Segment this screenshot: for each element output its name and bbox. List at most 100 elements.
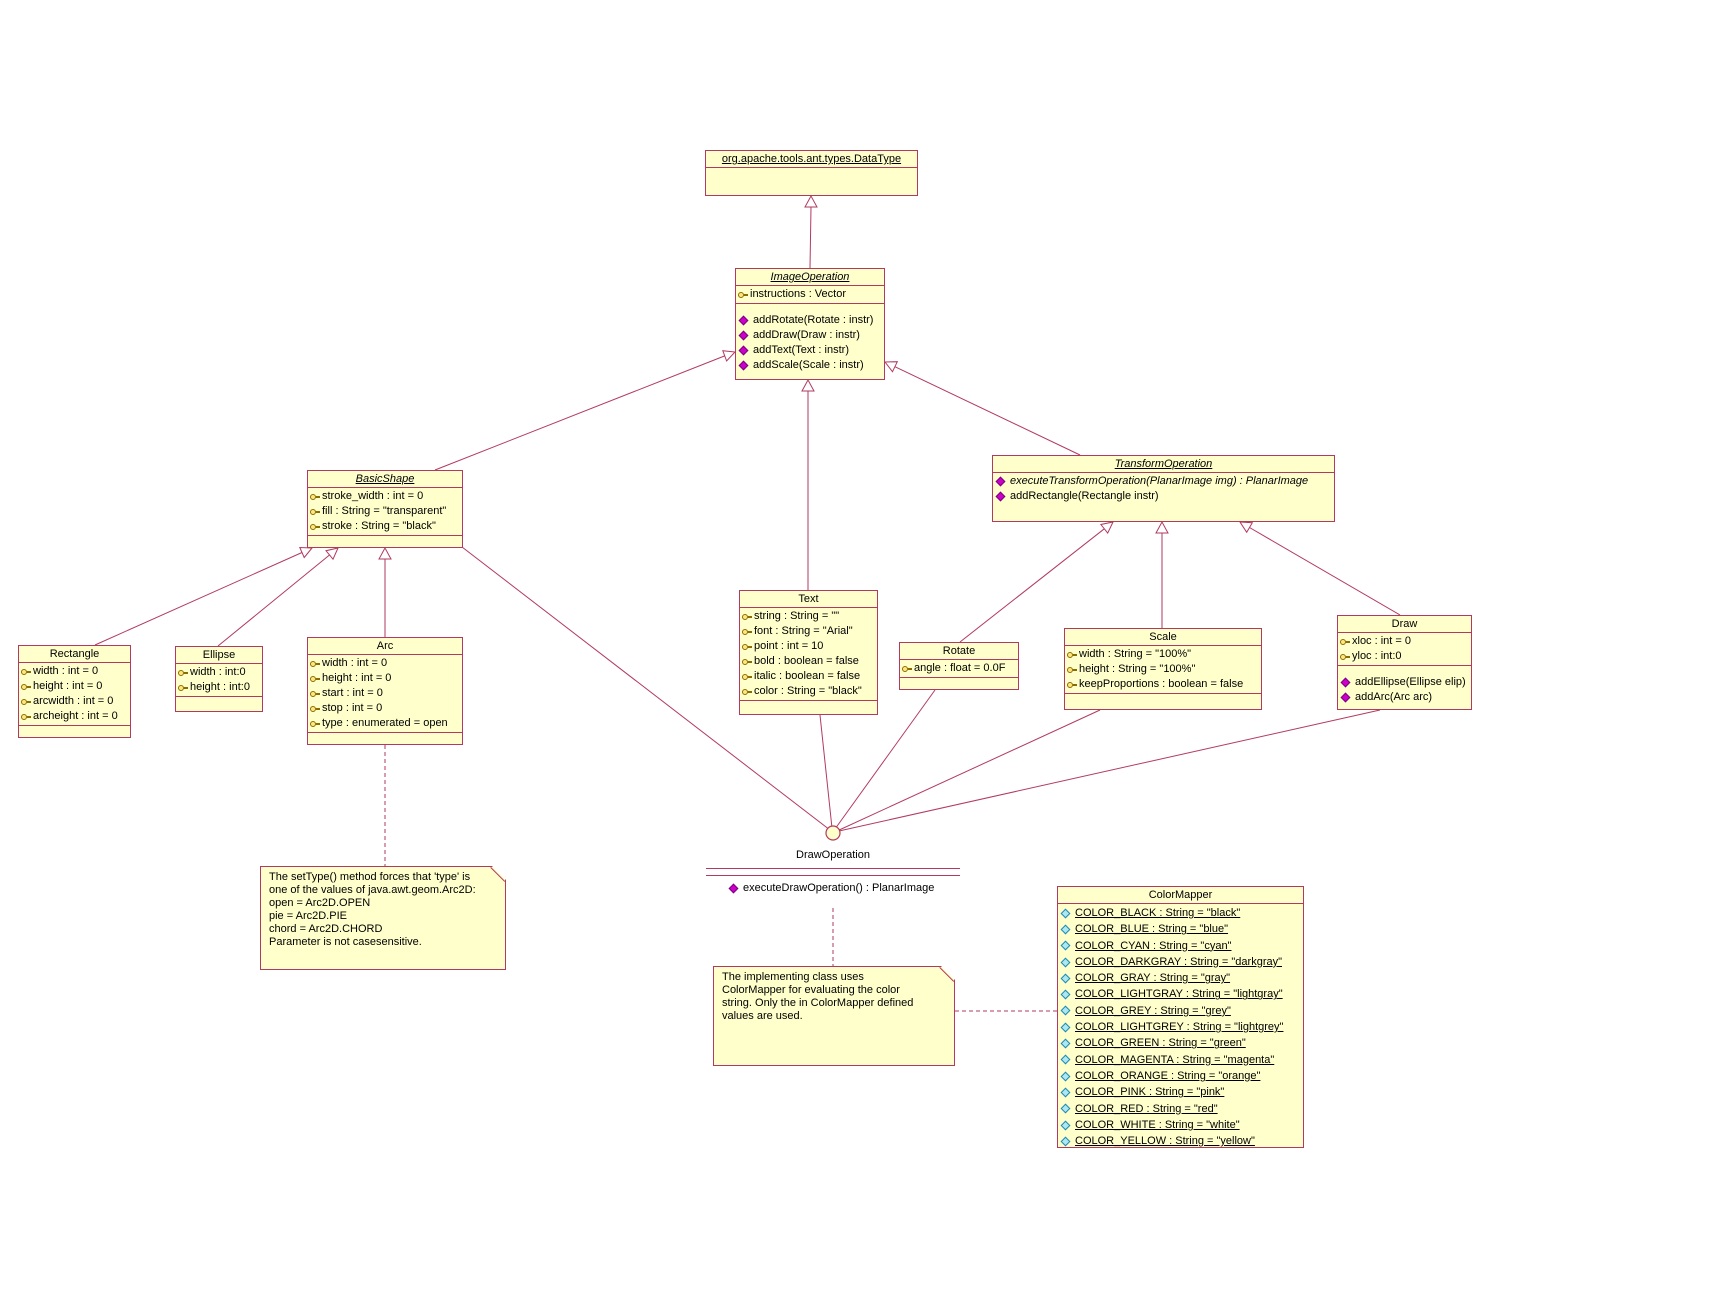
member-text: yloc : int:0: [1352, 650, 1402, 662]
generalization-rectangle-basicshape: [94, 546, 314, 646]
generalization-imageoperation-datatype: [804, 194, 818, 269]
member-text: COLOR_YELLOW : String = "yellow": [1075, 1135, 1255, 1148]
attribute-icon: [902, 664, 912, 673]
empty-compartment: [308, 535, 462, 547]
static-attribute-icon: [1060, 924, 1071, 935]
color-constant-row: COLOR_GREEN : String = "green": [1060, 1035, 1301, 1051]
class-title: Rectangle: [49, 648, 100, 660]
member-text: width : String = "100%": [1079, 648, 1192, 660]
attribute-icon: [310, 659, 320, 668]
method-row: addText(Text : instr): [738, 343, 882, 358]
color-constant-row: COLOR_WHITE : String = "white": [1060, 1117, 1301, 1133]
class-title: org.apache.tools.ant.types.DataType: [721, 153, 902, 165]
note-line: Parameter is not casesensitive.: [267, 936, 499, 949]
member-text: COLOR_GREEN : String = "green": [1075, 1037, 1246, 1050]
note-line: open = Arc2D.OPEN: [267, 897, 499, 910]
method-icon: [728, 883, 739, 894]
attribute-row: arcwidth : int = 0: [21, 694, 128, 709]
attribute-icon: [21, 712, 31, 721]
attribute-icon: [310, 522, 320, 531]
attribute-row: width : int = 0: [21, 664, 128, 679]
realization-basicshape-drawoperation: [461, 546, 831, 831]
member-text: addRotate(Rotate : instr): [753, 314, 874, 326]
member-text: addText(Text : instr): [753, 344, 849, 356]
member-text: start : int = 0: [322, 687, 383, 699]
generalization-basicshape-imageoperation: [434, 350, 737, 471]
generalization-draw-transformoperation: [1239, 521, 1401, 616]
member-text: pie = Arc2D.PIE: [269, 910, 347, 922]
class-title: ImageOperation: [770, 271, 850, 283]
attribute-icon: [742, 612, 752, 621]
method-row: addRectangle(Rectangle instr): [995, 489, 1332, 504]
member-text: COLOR_LIGHTGRAY : String = "lightgray": [1075, 988, 1283, 1001]
realization-rotate-drawoperation: [834, 689, 936, 830]
methods-compartment: addRotate(Rotate : instr) addDraw(Draw : …: [736, 303, 884, 374]
color-constant-row: COLOR_DARKGRAY : String = "darkgray": [1060, 954, 1301, 970]
member-text: width : int = 0: [33, 665, 99, 677]
class-title: Scale: [1149, 631, 1177, 643]
attribute-row: archeight : int = 0: [21, 709, 128, 724]
class-text: Text string : String = ""font : String =…: [739, 590, 878, 715]
member-text: The implementing class uses: [722, 971, 864, 983]
color-constant-row: COLOR_LIGHTGREY : String = "lightgrey": [1060, 1019, 1301, 1035]
attribute-row: width : int:0: [178, 665, 260, 680]
attribute-icon: [1067, 650, 1077, 659]
member-text: COLOR_RED : String = "red": [1075, 1102, 1218, 1115]
member-text: stroke_width : int = 0: [322, 490, 424, 502]
member-text: point : int = 10: [754, 640, 824, 652]
attributes-compartment: string : String = ""font : String = "Ari…: [740, 607, 877, 700]
note-line: values are used.: [720, 1010, 948, 1023]
color-constant-row: COLOR_CYAN : String = "cyan": [1060, 938, 1301, 954]
color-constant-row: COLOR_PINK : String = "pink": [1060, 1084, 1301, 1100]
attribute-icon: [1340, 637, 1350, 646]
static-attribute-icon: [1060, 973, 1071, 984]
method-icon: [738, 345, 749, 356]
method-row: executeTransformOperation(PlanarImage im…: [995, 474, 1332, 489]
attribute-row: yloc : int:0: [1340, 649, 1469, 664]
attribute-row: italic : boolean = false: [742, 669, 875, 684]
member-text: width : int:0: [190, 666, 246, 678]
attribute-row: type : enumerated = open: [310, 716, 460, 731]
class-title: Text: [798, 593, 819, 605]
methods-compartment: executeTransformOperation(PlanarImage im…: [993, 472, 1334, 505]
class-title: Ellipse: [202, 649, 236, 661]
methods-compartment: addEllipse(Ellipse elip) addArc(Arc arc): [1338, 665, 1471, 706]
member-text: open = Arc2D.OPEN: [269, 897, 371, 909]
static-attribute-icon: [1060, 940, 1071, 951]
static-attribute-icon: [1060, 1087, 1071, 1098]
attribute-icon: [21, 682, 31, 691]
note-line: The implementing class uses: [720, 971, 948, 984]
attribute-row: stroke_width : int = 0: [310, 489, 460, 504]
attributes-compartment: width : int = 0 height : int = 0 arcwidth …: [19, 662, 130, 725]
method-row: addScale(Scale : instr): [738, 358, 882, 373]
note-line: pie = Arc2D.PIE: [267, 910, 499, 923]
member-text: height : int = 0: [33, 680, 103, 692]
class-imageoperation: ImageOperation instructions : Vector add…: [735, 268, 885, 380]
interface-separator: [706, 868, 960, 869]
member-text: values are used.: [722, 1010, 803, 1022]
member-text: one of the values of java.awt.geom.Arc2D…: [269, 884, 476, 896]
attribute-icon: [310, 674, 320, 683]
member-text: string : String = "": [754, 610, 840, 622]
static-attribute-icon: [1060, 908, 1071, 919]
member-text: addArc(Arc arc): [1355, 691, 1433, 703]
member-text: COLOR_PINK : String = "pink": [1075, 1086, 1225, 1099]
note-line: The setType() method forces that 'type' …: [267, 871, 499, 884]
generalization-text-imageoperation: [801, 378, 815, 590]
attribute-icon: [1067, 680, 1077, 689]
method-row: addDraw(Draw : instr): [738, 328, 882, 343]
attribute-row: xloc : int = 0: [1340, 634, 1469, 649]
class-transformoperation: TransformOperation executeTransformOpera…: [992, 455, 1335, 522]
member-text: fill : String = "transparent": [322, 505, 447, 517]
method-row: addArc(Arc arc): [1340, 690, 1469, 705]
class-title: TransformOperation: [1114, 458, 1213, 470]
member-text: addEllipse(Ellipse elip): [1355, 676, 1466, 688]
attribute-icon: [310, 704, 320, 713]
member-text: string. Only the in ColorMapper defined: [722, 997, 914, 1009]
